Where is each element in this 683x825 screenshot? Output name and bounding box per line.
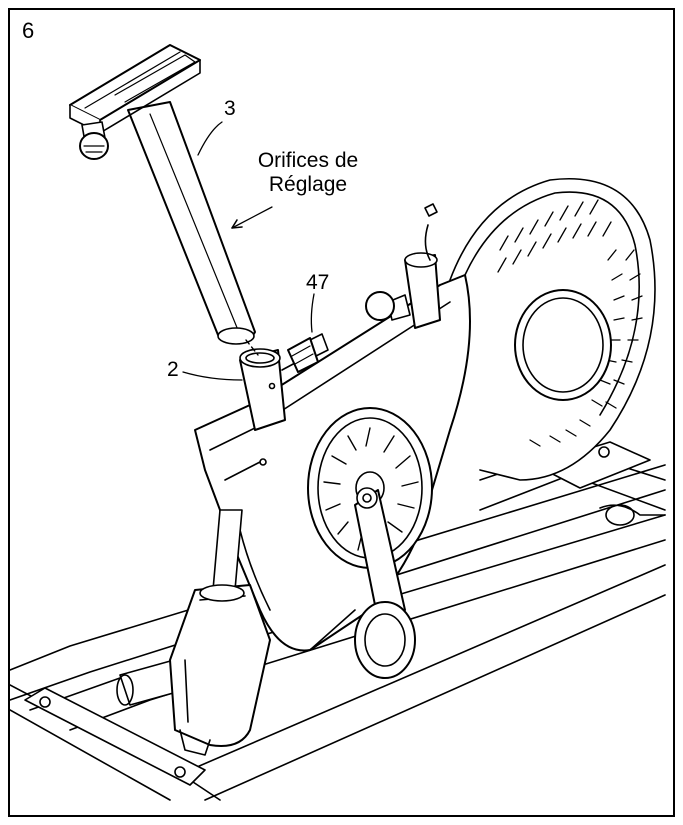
- callout-part-3: 3: [224, 97, 236, 120]
- crank-arm: [309, 487, 416, 679]
- leader-part-47: [310, 293, 315, 333]
- assembly-drawing: [10, 44, 666, 801]
- callout-part-47: 47: [306, 271, 330, 294]
- leader-adjustment-holes: [231, 206, 273, 229]
- leader-lines: [182, 121, 315, 381]
- seat-post: [127, 101, 259, 356]
- handlebar-post-socket: [365, 203, 441, 329]
- seat-rail-clamp: [69, 44, 201, 160]
- callout-adjustment-holes-line1: Orifices de: [257, 149, 359, 172]
- callout-adjustment-holes: Orifices de Réglage: [248, 149, 368, 197]
- callout-adjustment-holes-line2: Réglage: [268, 173, 348, 196]
- step-number: 6: [22, 18, 35, 43]
- flywheel-housing: [449, 178, 656, 481]
- lower-sleeve: [169, 509, 271, 756]
- leader-part-3: [197, 121, 223, 156]
- seat-post-socket: [239, 348, 311, 431]
- arrow-head: [231, 219, 243, 229]
- instruction-panel: 6 3 Orifices de Réglage 47 2: [8, 8, 675, 817]
- leader-part-2: [182, 371, 243, 381]
- callout-part-2: 2: [167, 358, 179, 381]
- adjustment-knob: [287, 333, 329, 373]
